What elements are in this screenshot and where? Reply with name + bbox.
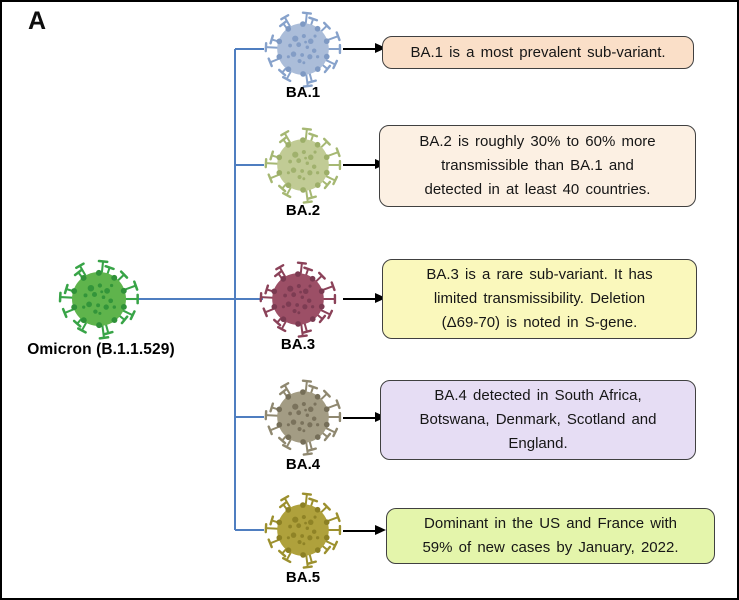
description-box-ba3: BA.3 is a rare sub-variant. It has limit… [382,259,697,339]
arrowhead-ba3-icon [375,293,386,303]
description-box-ba4: BA.4 detected in South Africa, Botswana,… [380,380,696,460]
arrow-ba1 [343,48,376,51]
variant-label-ba4: BA.4 [285,456,321,473]
description-box-ba5: Dominant in the US and France with 59% o… [386,508,715,564]
variant-label-ba5: BA.5 [285,569,321,586]
variant-label-ba1: BA.1 [285,84,321,101]
virus-icon-ba2 [264,127,342,204]
arrowhead-ba1-icon [375,43,386,53]
arrowhead-ba5-icon [375,525,386,535]
variant-label-ba3: BA.3 [280,336,316,353]
omicron-virus-icon [58,259,139,340]
arrow-ba3 [343,298,376,301]
description-box-ba1: BA.1 is a most prevalent sub-variant. [382,36,694,69]
arrow-ba5 [343,530,376,533]
description-box-ba2: BA.2 is roughly 30% to 60% more transmis… [379,125,696,207]
virus-icon-ba3 [259,261,337,338]
virus-icon-ba5 [264,492,342,569]
omicron-label: Omicron (B.1.1.529) [27,341,175,358]
virus-icon-ba1 [264,11,342,88]
virus-icon-ba4 [264,379,342,456]
panel-label: A [28,7,47,35]
arrow-ba2 [343,164,376,167]
arrow-ba4 [343,417,376,420]
variant-label-ba2: BA.2 [285,202,321,219]
